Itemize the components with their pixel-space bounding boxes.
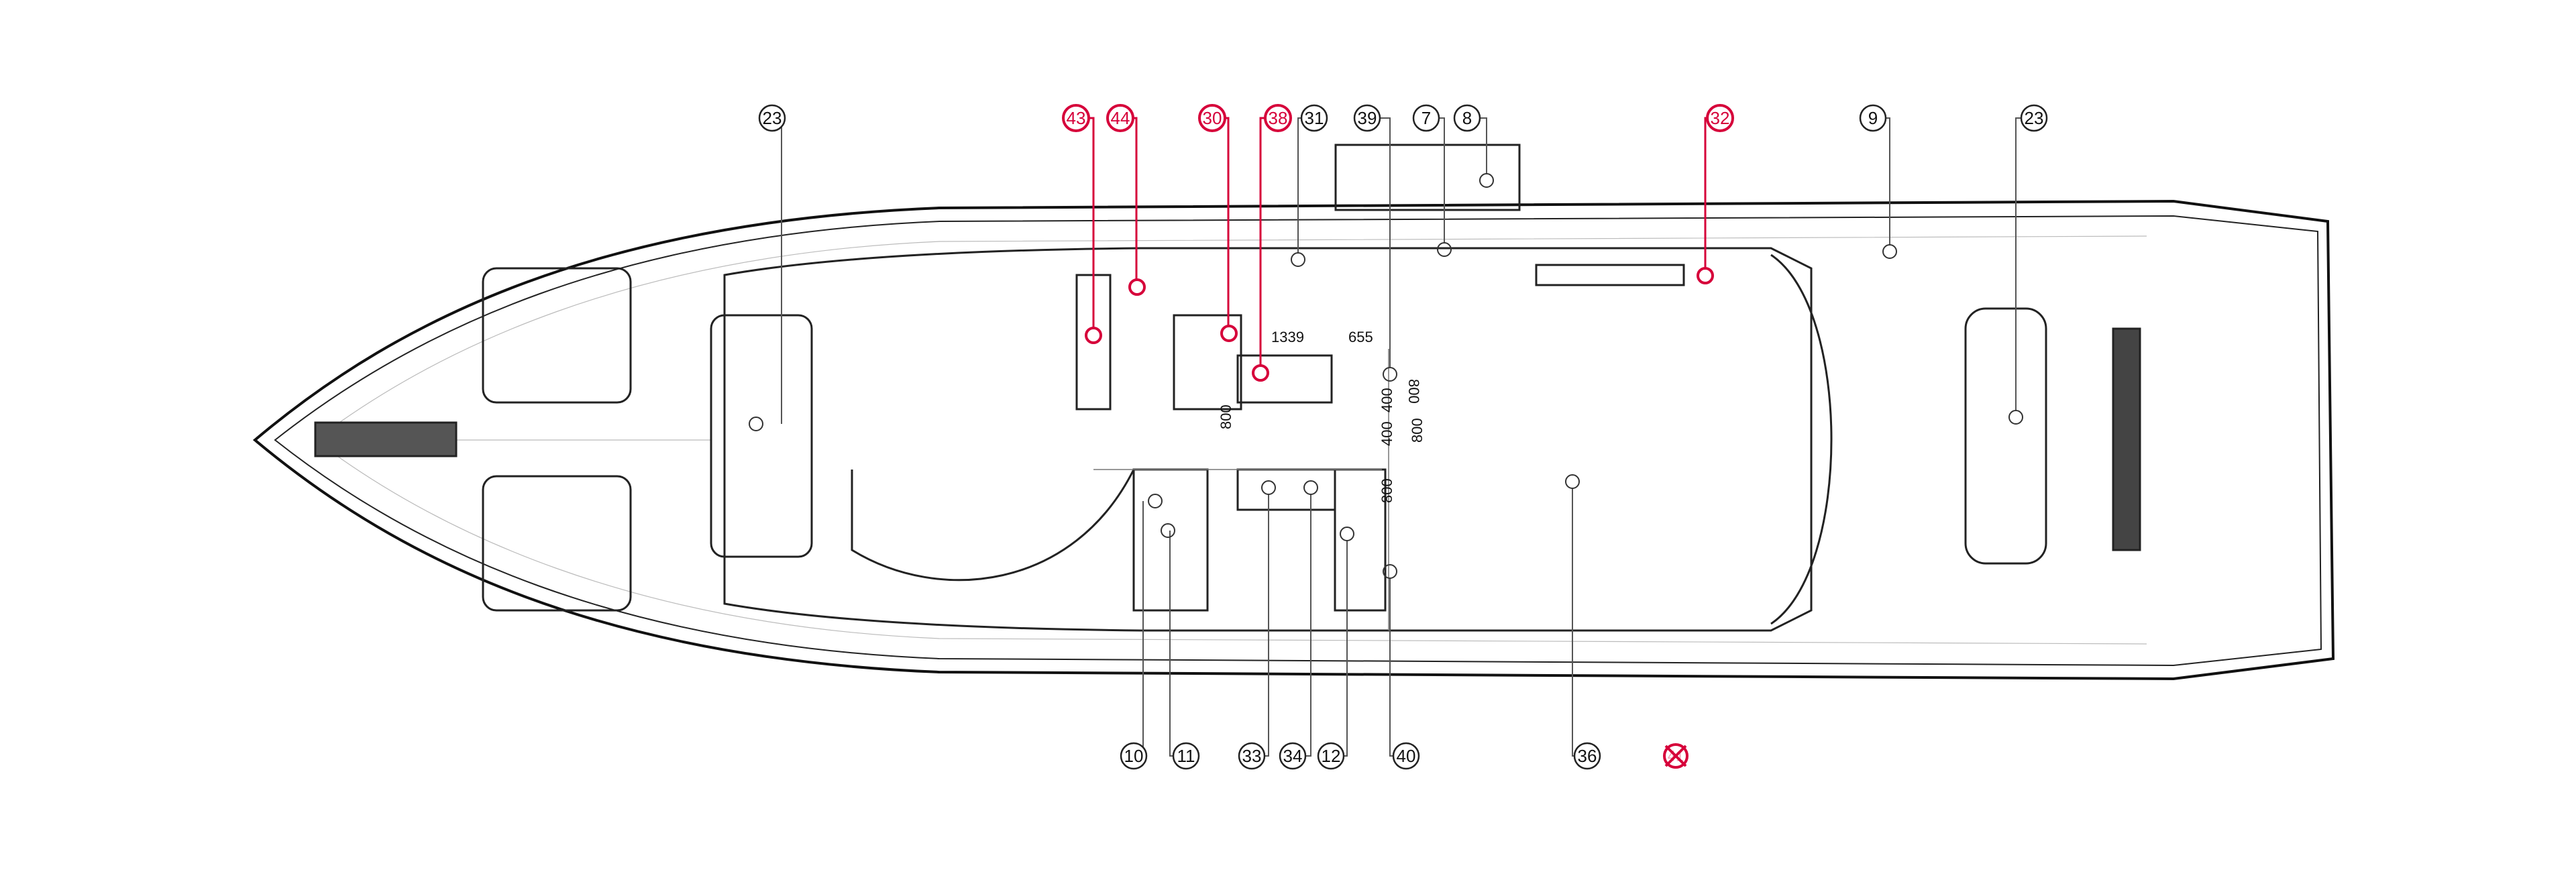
svg-text:33: 33	[1242, 746, 1262, 766]
svg-text:30: 30	[1203, 108, 1222, 128]
callout-tag-highlighted[interactable]: 30	[1198, 104, 1226, 132]
svg-text:31: 31	[1305, 108, 1324, 128]
dim-655: 655	[1348, 329, 1373, 345]
callout-tag[interactable]: 34	[1279, 742, 1307, 770]
callout-tag[interactable]: 10	[1120, 742, 1148, 770]
dim-400-a: 400	[1379, 388, 1395, 413]
callout-tag[interactable]: 36	[1573, 742, 1601, 770]
svg-text:23: 23	[763, 108, 782, 128]
svg-text:36: 36	[1578, 746, 1597, 766]
callout-tag[interactable]: 8	[1453, 104, 1481, 132]
svg-text:32: 32	[1711, 108, 1730, 128]
callout-tag[interactable]: 12	[1317, 742, 1345, 770]
dimensions: 1339 655 800 800 400 400 800 800	[1218, 329, 1426, 503]
callout-tag[interactable]: 31	[1300, 104, 1328, 132]
dim-800-b: 800	[1218, 404, 1234, 429]
svg-text:10: 10	[1124, 746, 1144, 766]
callout-tag-highlighted[interactable]: 38	[1264, 104, 1292, 132]
svg-text:23: 23	[2025, 108, 2044, 128]
svg-text:8: 8	[1462, 108, 1472, 128]
svg-text:44: 44	[1111, 108, 1130, 128]
svg-text:9: 9	[1868, 108, 1878, 128]
dim-1339: 1339	[1271, 329, 1304, 345]
svg-text:39: 39	[1358, 108, 1377, 128]
callout-tag[interactable]: 9	[1859, 104, 1887, 132]
svg-text:34: 34	[1283, 746, 1303, 766]
dim-800-a: 800	[1405, 379, 1422, 404]
dim-800-d: 800	[1379, 478, 1395, 503]
callout-tag-highlighted[interactable]: 43	[1062, 104, 1090, 132]
callout-tag[interactable]: 7	[1412, 104, 1440, 132]
callout-tag[interactable]: 23	[2020, 104, 2048, 132]
callout-tag[interactable]: 33	[1238, 742, 1266, 770]
callout-tag-highlighted[interactable]: 44	[1106, 104, 1134, 132]
callout-tag[interactable]: 40	[1392, 742, 1420, 770]
removed-callout-icon: 41	[1663, 743, 1688, 769]
svg-text:11: 11	[1177, 746, 1195, 766]
svg-text:38: 38	[1269, 108, 1288, 128]
dim-400-b: 400	[1379, 421, 1395, 446]
hull	[252, 144, 2335, 681]
svg-text:40: 40	[1397, 746, 1416, 766]
svg-text:12: 12	[1322, 746, 1341, 766]
callout-tag-highlighted[interactable]: 32	[1706, 104, 1734, 132]
callout-tag[interactable]: 11	[1172, 742, 1200, 770]
svg-text:43: 43	[1067, 108, 1086, 128]
svg-text:7: 7	[1421, 108, 1431, 128]
callouts-top: 23 43 44 30 38 31 39 7 8 32 9 23	[758, 104, 2048, 132]
dim-800-c: 800	[1409, 418, 1426, 443]
callouts-bottom: 10 11 33 34 12 40 36 41	[1120, 742, 1688, 770]
callout-tag[interactable]: 39	[1353, 104, 1381, 132]
callout-tag[interactable]: 23	[758, 104, 786, 132]
